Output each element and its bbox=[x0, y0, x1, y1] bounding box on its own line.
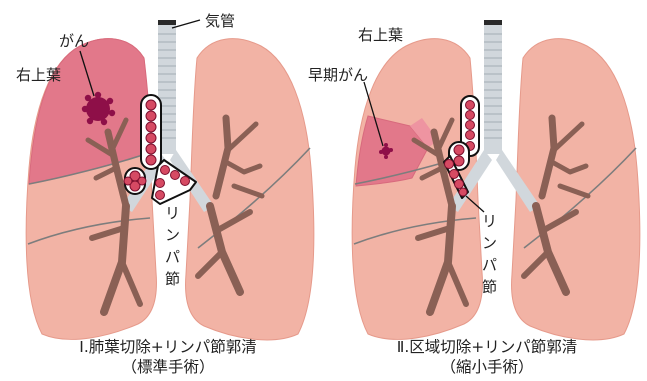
caption-segmentectomy-title: Ⅱ.区域切除+リンパ節郭清 bbox=[327, 337, 647, 357]
panel-segmentectomy: 右上葉 早期がん リ ン パ 節 bbox=[308, 20, 640, 340]
svg-text:パ: パ bbox=[165, 248, 180, 266]
lymph-node-chain-subcarinal bbox=[152, 160, 196, 204]
caption-segmentectomy-subtitle: （縮小手術） bbox=[327, 357, 647, 377]
panel-lobectomy: 気管 がん 右上葉 リ ン パ 節 bbox=[16, 12, 314, 340]
early-cancer-label: 早期がん bbox=[308, 66, 368, 84]
lymph-node-chain-upper bbox=[141, 95, 161, 169]
caption-lobectomy-title: Ⅰ.肺葉切除+リンパ節郭清 bbox=[8, 337, 328, 357]
svg-text:リ: リ bbox=[165, 204, 180, 222]
lymph-node-label: リ ン パ 節 bbox=[165, 204, 180, 288]
caption-lobectomy: Ⅰ.肺葉切除+リンパ節郭清 （標準手術） bbox=[8, 337, 328, 377]
caption-segmentectomy: Ⅱ.区域切除+リンパ節郭清 （縮小手術） bbox=[327, 337, 647, 377]
trachea-label: 気管 bbox=[205, 12, 235, 30]
svg-text:ン: ン bbox=[165, 226, 180, 244]
svg-text:パ: パ bbox=[482, 256, 497, 274]
lymph-node-label: リ ン パ 節 bbox=[482, 212, 497, 296]
svg-text:節: 節 bbox=[482, 278, 497, 296]
svg-text:節: 節 bbox=[165, 270, 180, 288]
caption-lobectomy-subtitle: （標準手術） bbox=[8, 357, 328, 377]
svg-text:リ: リ bbox=[482, 212, 497, 230]
cancer-label: がん bbox=[59, 32, 89, 50]
lymph-node-cluster-hilar bbox=[124, 168, 146, 194]
right-upper-lobe-label: 右上葉 bbox=[358, 26, 403, 44]
right-upper-lobe-label: 右上葉 bbox=[16, 66, 61, 84]
svg-text:ン: ン bbox=[482, 234, 497, 252]
